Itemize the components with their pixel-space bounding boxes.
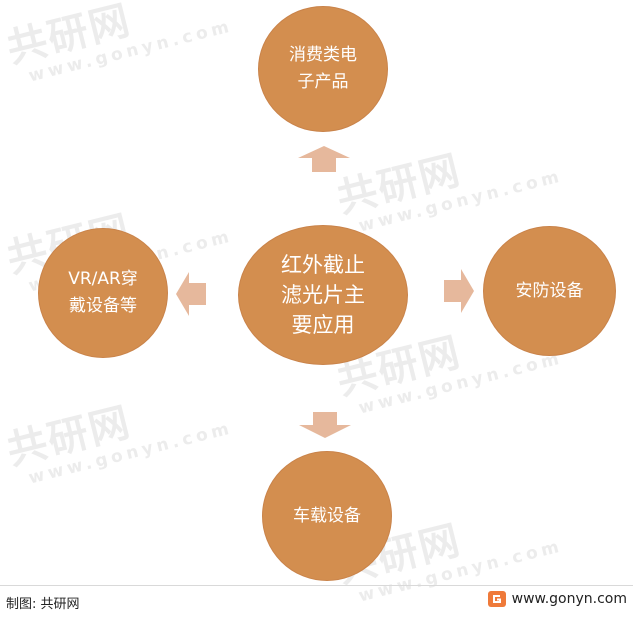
watermark: 共研网 www.gonyn.com xyxy=(0,0,234,90)
node-center-topic: 红外截止 滤光片主 要应用 xyxy=(238,225,408,365)
center-line-1: 红外截止 xyxy=(281,253,365,277)
center-line-3: 要应用 xyxy=(291,313,355,337)
watermark: 共研网 www.gonyn.com xyxy=(330,114,564,240)
source-label: 制图: 共研网 xyxy=(6,597,80,612)
node-bottom-line-1: 车载设备 xyxy=(293,505,361,526)
site-url: www.gonyn.com xyxy=(511,591,627,607)
watermark: 共研网 www.gonyn.com xyxy=(0,366,234,492)
arrow-down-icon xyxy=(299,412,351,438)
center-line-2: 滤光片主 xyxy=(281,283,365,307)
arrow-left-icon xyxy=(176,272,206,316)
node-left-line-2: 戴设备等 xyxy=(69,296,137,316)
arrow-up-icon xyxy=(298,146,350,172)
node-vr-ar-wearables: VR/AR穿 戴设备等 xyxy=(38,228,168,358)
gonyn-logo-icon xyxy=(487,591,506,607)
arrow-right-icon xyxy=(444,269,474,313)
node-top-line-1: 消费类电 xyxy=(289,45,357,65)
footer-divider xyxy=(0,585,633,586)
node-security-equipment: 安防设备 xyxy=(483,226,616,356)
node-left-line-1: VR/AR穿 xyxy=(68,269,138,289)
node-right-line-1: 安防设备 xyxy=(515,280,584,301)
node-top-line-2: 子产品 xyxy=(297,72,349,92)
node-automotive-equipment: 车载设备 xyxy=(262,451,392,581)
footer-site: www.gonyn.com xyxy=(487,591,627,607)
node-consumer-electronics: 消费类电 子产品 xyxy=(258,6,388,132)
